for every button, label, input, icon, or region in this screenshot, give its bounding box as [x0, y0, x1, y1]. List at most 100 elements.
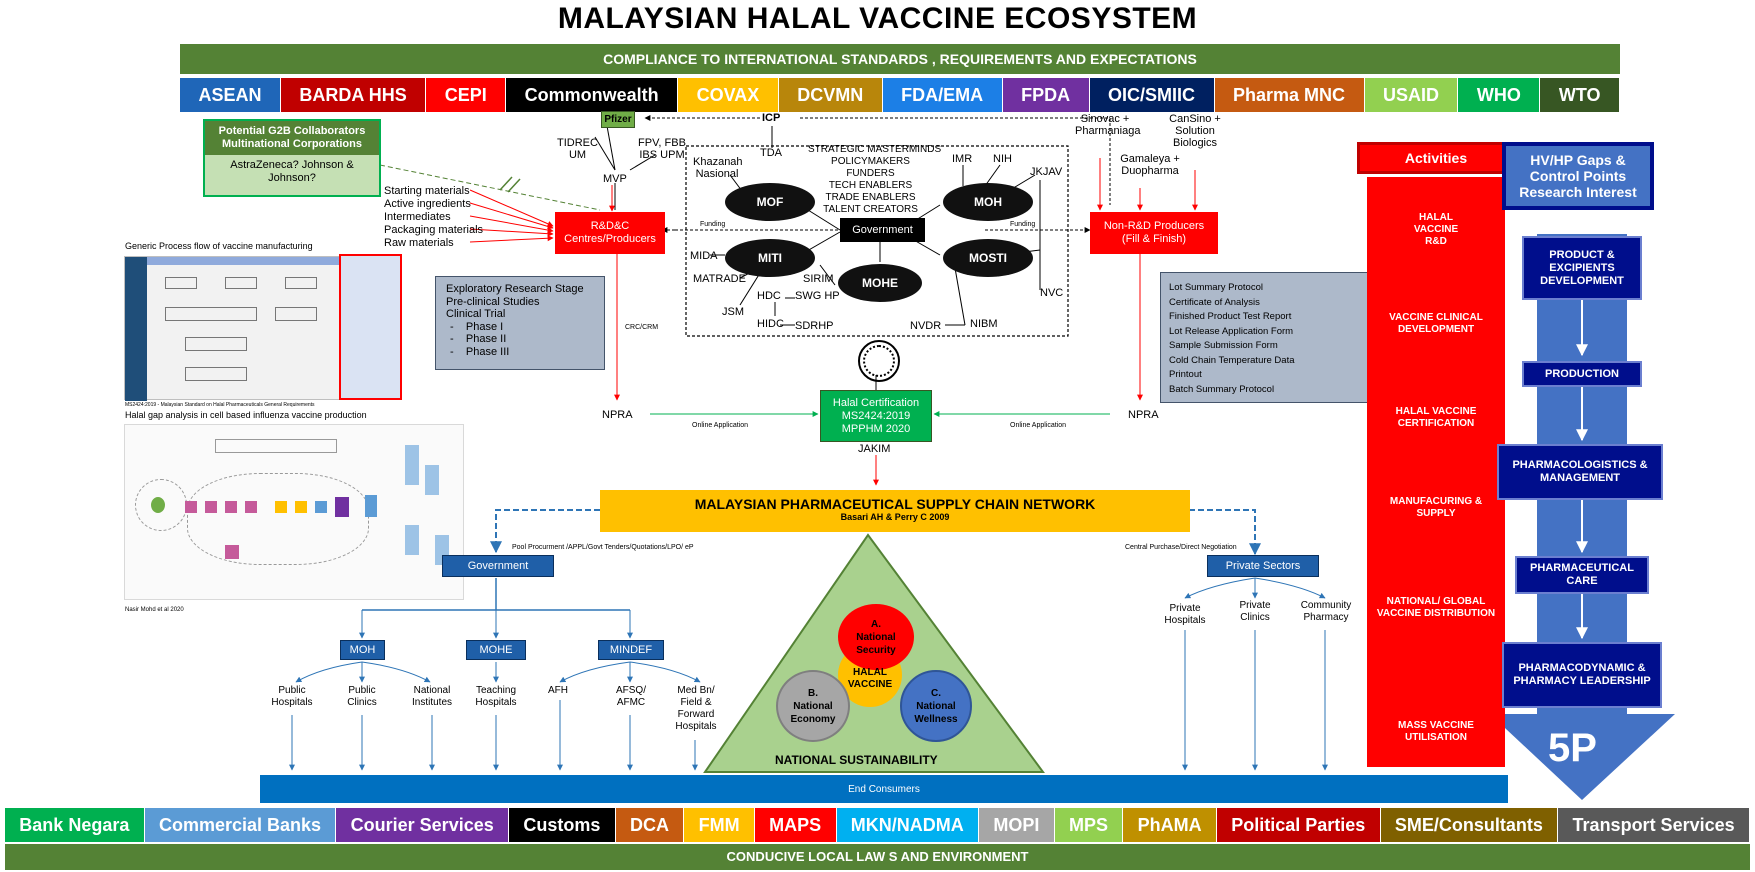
tidrec-label: TIDREC UM	[557, 137, 598, 161]
nih-label: NIH	[993, 153, 1012, 165]
dossier-item-3: Finished Product Test Report	[1169, 311, 1292, 322]
material-4: Packaging materials	[384, 224, 484, 236]
mof-node: MOF	[725, 183, 815, 221]
local-org-customs: Customs	[509, 808, 616, 842]
tda-label: TDA	[760, 147, 782, 159]
dossier-item-5: Sample Submission Form	[1169, 340, 1278, 351]
npra-left-label: NPRA	[602, 409, 633, 421]
strategic-6: TALENT CREATORS	[823, 204, 918, 215]
gamaleya-label: Gamaleya + Duopharma	[1120, 153, 1180, 177]
thumb2-caption: Halal gap analysis in cell based influen…	[125, 410, 367, 420]
material-2: Active ingredients	[384, 198, 471, 210]
nibm-label: NIBM	[970, 318, 998, 330]
halal-certification-box: Halal Certification MS2424:2019 MPPHM 20…	[820, 390, 932, 442]
intl-org-covax: COVAX	[678, 78, 779, 112]
local-org-commercial-banks: Commercial Banks	[144, 808, 337, 842]
hidc-label: HIDC	[757, 318, 784, 330]
miti-node: MITI	[725, 239, 815, 277]
non-rd-producers-box: Non-R&D Producers (Fill & Finish)	[1090, 212, 1218, 254]
intl-org-asean: ASEAN	[180, 78, 281, 112]
mohe-node: MOHE	[838, 264, 922, 302]
private-clinics: Private Clinics	[1239, 600, 1271, 623]
activities-column	[1367, 177, 1505, 767]
national-sustainability-label: NATIONAL SUSTAINABILITY	[775, 753, 938, 767]
local-org-dca: DCA	[615, 808, 685, 842]
sinovac-label: Sinovac + Pharmaniaga	[1075, 113, 1141, 137]
five-p-label: 5P	[1548, 726, 1597, 770]
strategic-5: TRADE ENABLERS	[825, 192, 916, 203]
g2b-title: Potential G2B Collaborators Multinationa…	[205, 121, 379, 155]
supply-chain-title: MALAYSIAN PHARMACEUTICAL SUPPLY CHAIN NE…	[694, 496, 1096, 512]
material-5: Raw materials	[384, 237, 454, 249]
thumb1-footnote: MS2424:2019 - Malaysian Standard on Hala…	[125, 402, 315, 408]
intl-org-fpda: FPDA	[1002, 78, 1090, 112]
ms2424-highlight-box	[339, 254, 402, 400]
endpoint-national-institutes: National Institutes	[411, 685, 453, 708]
npra-right-label: NPRA	[1128, 409, 1159, 421]
crc-label: CRC/CRM	[625, 324, 659, 331]
online-application-left: Online Application	[692, 422, 749, 429]
pfizer-box: Pfizer	[601, 111, 635, 128]
compliance-band: COMPLIANCE TO INTERNATIONAL STANDARDS , …	[180, 44, 1620, 74]
local-org-mkn-nadma: MKN/NADMA	[836, 808, 980, 842]
endpoint-teaching-hospitals: Teaching Hospitals	[475, 685, 517, 708]
activity-halal-rd: HALAL VACCINE R&D	[1413, 212, 1459, 247]
p5-pharmacodynamic: PHARMACODYNAMIC & PHARMACY LEADERSHIP	[1502, 642, 1662, 708]
national-economy-circle: B. National Economy	[776, 670, 850, 742]
swg-label: SWG HP	[795, 290, 840, 302]
strategic-4: TECH ENABLERS	[828, 180, 913, 191]
supply-chain-box: MALAYSIAN PHARMACEUTICAL SUPPLY CHAIN NE…	[600, 490, 1190, 532]
dossier-item-4: Lot Release Application Form	[1169, 325, 1294, 337]
imr-label: IMR	[952, 153, 973, 165]
local-org-maps: MAPS	[754, 808, 837, 842]
strategic-2: POLICYMAKERS	[831, 156, 910, 167]
dossier-item-1: Lot Summary Protocol	[1169, 282, 1263, 293]
activity-certification: HALAL VACCINE CERTIFICATION	[1395, 406, 1477, 429]
local-org-phama: PhAMA	[1123, 808, 1217, 842]
p5-pharmaceutical-care: PHARMACEUTICAL CARE	[1515, 556, 1649, 594]
endpoint-afh: AFH	[548, 685, 568, 696]
matrade-label: MATRADE	[693, 273, 746, 285]
activities-header: Activities	[1357, 142, 1515, 174]
strategic-1: STRATEGIC MASTERMINDS	[808, 144, 942, 155]
g2b-body: AstraZeneca? Johnson & Johnson?	[205, 155, 379, 195]
local-org-courier-services: Courier Services	[336, 808, 510, 842]
dossier-item-6: Cold Chain Temperature Data	[1169, 354, 1295, 366]
private-hospitals: Private Hospitals	[1164, 603, 1206, 626]
endpoint-public-hospitals: Public Hospitals	[271, 685, 313, 708]
intl-org-fda-ema: FDA/EMA	[882, 78, 1003, 112]
activity-clinical-development: VACCINE CLINICAL DEVELOPMENT	[1389, 312, 1483, 335]
local-org-sme-consultants: SME/Consultants	[1380, 808, 1559, 842]
phase-1: Phase I	[465, 320, 504, 333]
exploratory-research-box: Exploratory Research Stage Pre-clinical …	[435, 276, 605, 370]
private-sectors-box: Private Sectors	[1207, 555, 1319, 577]
dossier-item-2: Certificate of Analysis	[1169, 296, 1260, 308]
intl-org-commonwealth: Commonwealth	[506, 78, 679, 112]
online-application-right: Online Application	[1010, 422, 1067, 429]
page-title: MALAYSIAN HALAL VACCINE ECOSYSTEM	[557, 2, 1198, 35]
local-laws-band: CONDUCIVE LOCAL LAW S AND ENVIRONMENT	[5, 844, 1750, 870]
material-1: Starting materials	[384, 185, 470, 197]
p5-pharmacologistics: PHARMACOLOGISTICS & MANAGEMENT	[1497, 444, 1663, 500]
jsm-label: JSM	[722, 306, 744, 318]
sdrhp-label: SDRHP	[795, 320, 834, 332]
intl-org-cepi: CEPI	[426, 78, 507, 112]
government-center-box: Government	[840, 218, 925, 242]
jkjav-label: JKJAV	[1030, 166, 1063, 178]
end-consumers-bar: End Consumers	[260, 775, 1508, 803]
dossier-item-8: Batch Summary Protocol	[1169, 383, 1275, 395]
gov-mohe-box: MOHE	[466, 640, 526, 660]
local-org-bank-negara: Bank Negara	[5, 808, 145, 842]
mida-label: MIDA	[690, 250, 718, 262]
strategic-3: FUNDERS	[846, 168, 895, 179]
cansino-label: CanSino + Solution Biologics	[1169, 113, 1221, 149]
gov-moh-box: MOH	[340, 640, 385, 660]
mvp-label: MVP	[603, 173, 627, 185]
intl-org-barda-hhs: BARDA HHS	[280, 78, 427, 112]
mosti-node: MOSTI	[943, 239, 1033, 277]
intl-org-pharma-mnc: Pharma MNC	[1214, 78, 1365, 112]
thumb2-footnote: Nasir Mohd et al 2020	[125, 607, 184, 613]
nvdr-label: NVDR	[910, 320, 942, 332]
